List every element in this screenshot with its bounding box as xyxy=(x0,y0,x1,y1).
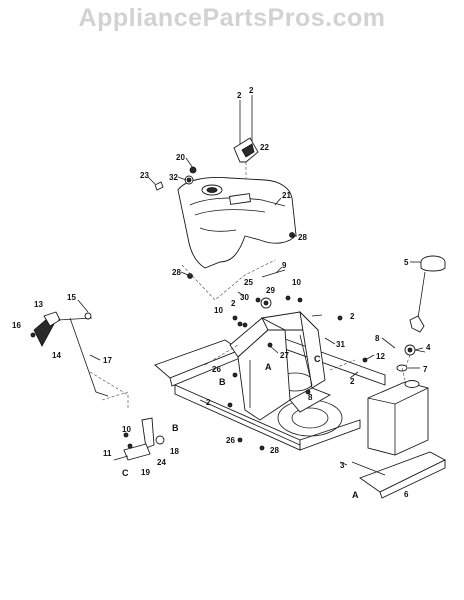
callout-letter-b-upper: B xyxy=(219,377,226,387)
callout-17: 17 xyxy=(103,356,112,365)
callout-28b: 28 xyxy=(172,268,181,277)
callout-2a: 2 xyxy=(237,91,242,100)
callout-letter-c-lower: C xyxy=(122,468,129,478)
dash-panel-cover xyxy=(177,177,297,269)
callout-2d: 2 xyxy=(350,312,355,321)
leader-lines xyxy=(77,95,424,466)
callout-32: 32 xyxy=(169,173,178,182)
frame-rails xyxy=(154,329,386,451)
callout-28a: 28 xyxy=(298,233,307,242)
callout-22: 22 xyxy=(260,143,269,152)
callout-19: 19 xyxy=(141,468,150,477)
callout-letter-a-upper: A xyxy=(265,362,272,372)
tank-bracket xyxy=(351,451,446,499)
callout-2b: 2 xyxy=(249,86,254,95)
callout-12: 12 xyxy=(376,352,385,361)
reference-lines xyxy=(89,259,411,408)
callout-3: 3 xyxy=(340,461,345,470)
callout-8a: 8 xyxy=(375,334,380,343)
callout-15: 15 xyxy=(67,293,76,302)
callout-14: 14 xyxy=(52,351,61,360)
callout-13: 13 xyxy=(34,300,43,309)
lower-linkage xyxy=(113,417,165,461)
callout-28c: 28 xyxy=(270,446,279,455)
callout-10c: 10 xyxy=(122,425,131,434)
callout-4: 4 xyxy=(426,343,431,352)
callout-2c: 2 xyxy=(231,299,236,308)
callout-11: 11 xyxy=(103,449,112,458)
callout-16: 16 xyxy=(12,321,21,330)
callout-7: 7 xyxy=(423,365,428,374)
callout-2f: 2 xyxy=(206,398,211,407)
fuel-cap-assembly xyxy=(396,255,446,372)
callout-10b: 10 xyxy=(214,306,223,315)
steering-support xyxy=(233,112,259,178)
callout-25: 25 xyxy=(244,278,253,287)
watermark: AppliancePartsPros.com xyxy=(78,4,386,32)
fuel-tank xyxy=(367,380,429,456)
fasteners xyxy=(154,166,368,451)
callout-18: 18 xyxy=(170,447,179,456)
callout-21: 21 xyxy=(282,191,291,200)
callout-26b: 26 xyxy=(226,436,235,445)
dash-bracket xyxy=(229,310,332,421)
callout-27: 27 xyxy=(280,351,289,360)
callout-20: 20 xyxy=(176,153,185,162)
callout-9: 9 xyxy=(282,261,287,270)
callout-24: 24 xyxy=(157,458,166,467)
callout-labels: 2 2 22 20 23 32 21 28 28 5 9 25 29 30 10… xyxy=(12,86,431,500)
callout-2e: 2 xyxy=(350,377,355,386)
callout-8b: 8 xyxy=(308,393,313,402)
callout-letter-b-lower: B xyxy=(172,423,179,433)
callout-5: 5 xyxy=(404,258,409,267)
pedal-assembly xyxy=(30,311,109,397)
callout-23: 23 xyxy=(140,171,149,180)
callout-6: 6 xyxy=(404,490,409,499)
callout-29: 29 xyxy=(266,286,275,295)
callout-26a: 26 xyxy=(212,365,221,374)
callout-letter-a-lower: A xyxy=(352,490,359,500)
callout-30: 30 xyxy=(240,293,249,302)
callout-letter-c-upper: C xyxy=(314,354,321,364)
callout-31: 31 xyxy=(336,340,345,349)
callout-10a: 10 xyxy=(292,278,301,287)
